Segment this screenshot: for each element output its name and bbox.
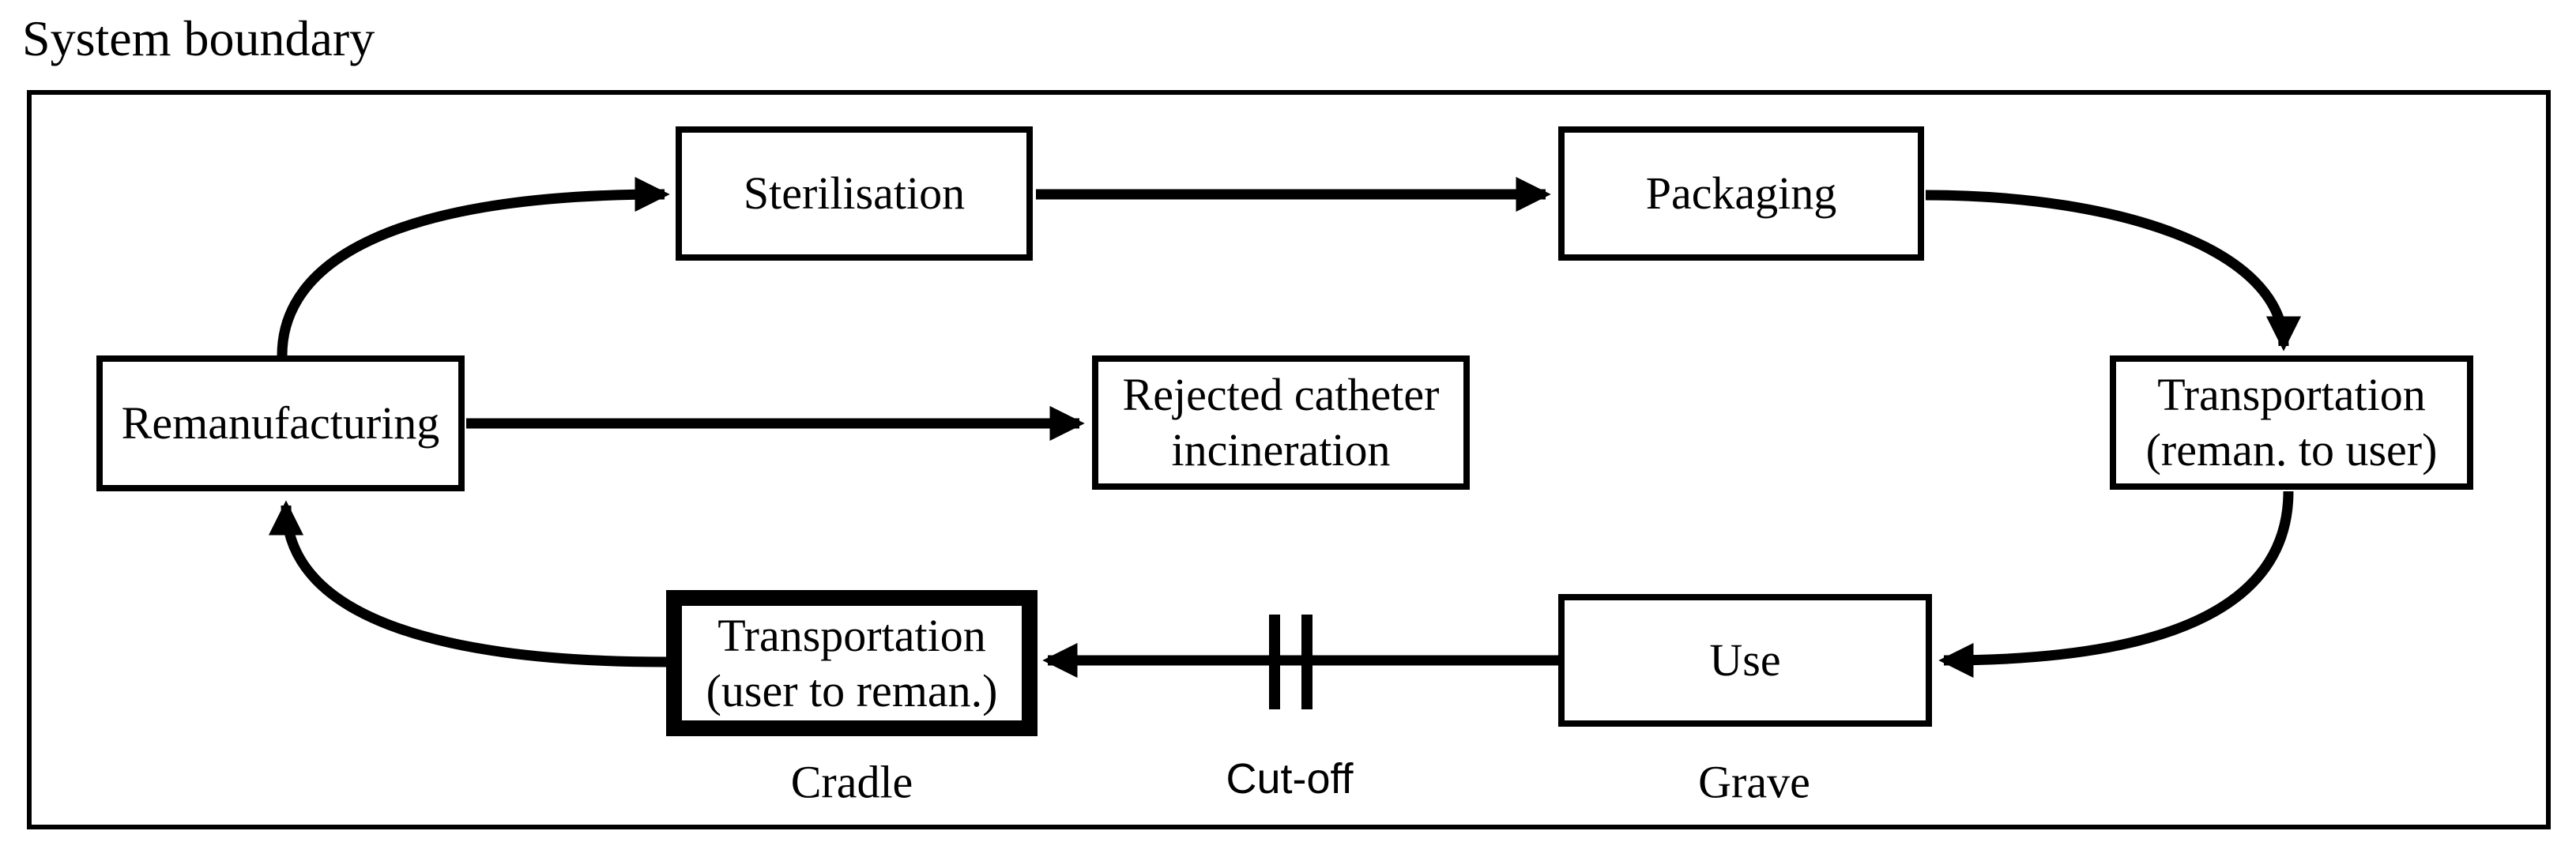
node-sterilisation-label: Sterilisation xyxy=(743,167,966,220)
edge-transport-to-remanufacturing-arrow xyxy=(268,500,667,667)
node-sterilisation: Sterilisation xyxy=(676,126,1033,261)
node-remanufacturing-label: Remanufacturing xyxy=(121,397,440,449)
node-transport-user-to-reman-line2: (user to reman.) xyxy=(706,664,998,716)
node-transportation-reman-to-user: Transportation (reman. to user) xyxy=(2110,355,2473,490)
node-transport-user-to-reman-line1: Transportation xyxy=(717,609,986,661)
node-transportation-user-to-reman: Transportation (user to reman.) xyxy=(666,590,1038,736)
node-rejected-catheter-incineration: Rejected catheter incineration xyxy=(1092,355,1470,490)
node-rejected-incineration-line2: incineration xyxy=(1171,424,1391,476)
stage-label-cradle: Cradle xyxy=(790,756,913,808)
node-remanufacturing: Remanufacturing xyxy=(96,355,465,491)
node-transport-reman-to-user-line2: (reman. to user) xyxy=(2145,424,2438,476)
stage-label-cutoff: Cut-off xyxy=(1226,755,1354,803)
edge-packaging-to-transport-arrow xyxy=(1925,190,2302,352)
stage-label-grave: Grave xyxy=(1698,756,1810,808)
node-use-label: Use xyxy=(1709,634,1781,686)
node-packaging-label: Packaging xyxy=(1645,167,1837,220)
node-packaging: Packaging xyxy=(1558,126,1924,261)
node-use: Use xyxy=(1558,594,1932,727)
diagram-title: System boundary xyxy=(22,10,375,66)
node-rejected-incineration-line1: Rejected catheter xyxy=(1122,369,1440,421)
system-boundary-frame xyxy=(27,90,2551,829)
edge-transport-to-use-arrow xyxy=(1938,491,2294,679)
cutoff-mark xyxy=(1269,615,1312,709)
edge-remanufacturing-to-sterilisation-arrow xyxy=(277,176,670,356)
node-transport-reman-to-user-line1: Transportation xyxy=(2157,369,2426,421)
